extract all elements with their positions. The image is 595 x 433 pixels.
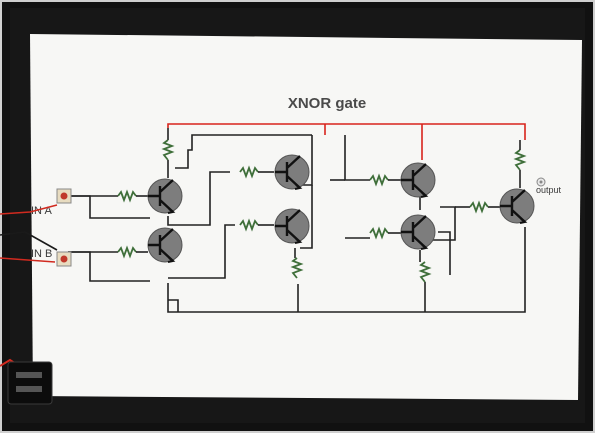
resistor — [239, 218, 259, 232]
diagram-title: XNOR gate — [288, 95, 366, 112]
push-button-icon — [60, 255, 68, 263]
output-label: output — [536, 185, 562, 195]
push-button-a — [56, 188, 72, 204]
push-button-icon — [60, 192, 68, 200]
resistor-leads — [136, 140, 521, 253]
resistor — [418, 261, 432, 283]
npn-transistor — [147, 178, 183, 214]
supply-rail — [167, 123, 526, 160]
npn-transistor — [400, 162, 436, 198]
resistor — [513, 149, 527, 171]
resistor — [369, 226, 389, 240]
resistor — [117, 245, 137, 259]
signal-wires — [68, 128, 526, 313]
npn-transistor — [147, 227, 183, 263]
output-terminal: output — [536, 177, 562, 195]
transistors — [147, 154, 535, 263]
resistor — [290, 257, 304, 279]
resistor — [117, 189, 137, 203]
battery-clip — [0, 358, 53, 405]
input-leads — [0, 204, 58, 263]
resistor — [161, 139, 175, 161]
resistor — [469, 200, 489, 214]
npn-transistor — [274, 154, 310, 190]
input-b-label: IN B — [31, 248, 52, 260]
resistor — [239, 165, 259, 179]
npn-transistor — [400, 214, 436, 250]
resistors — [117, 139, 527, 283]
resistor — [369, 173, 389, 187]
npn-transistor — [499, 188, 535, 224]
battery-clip-icon — [7, 361, 53, 405]
npn-transistor — [274, 208, 310, 244]
push-button-b — [56, 251, 72, 267]
